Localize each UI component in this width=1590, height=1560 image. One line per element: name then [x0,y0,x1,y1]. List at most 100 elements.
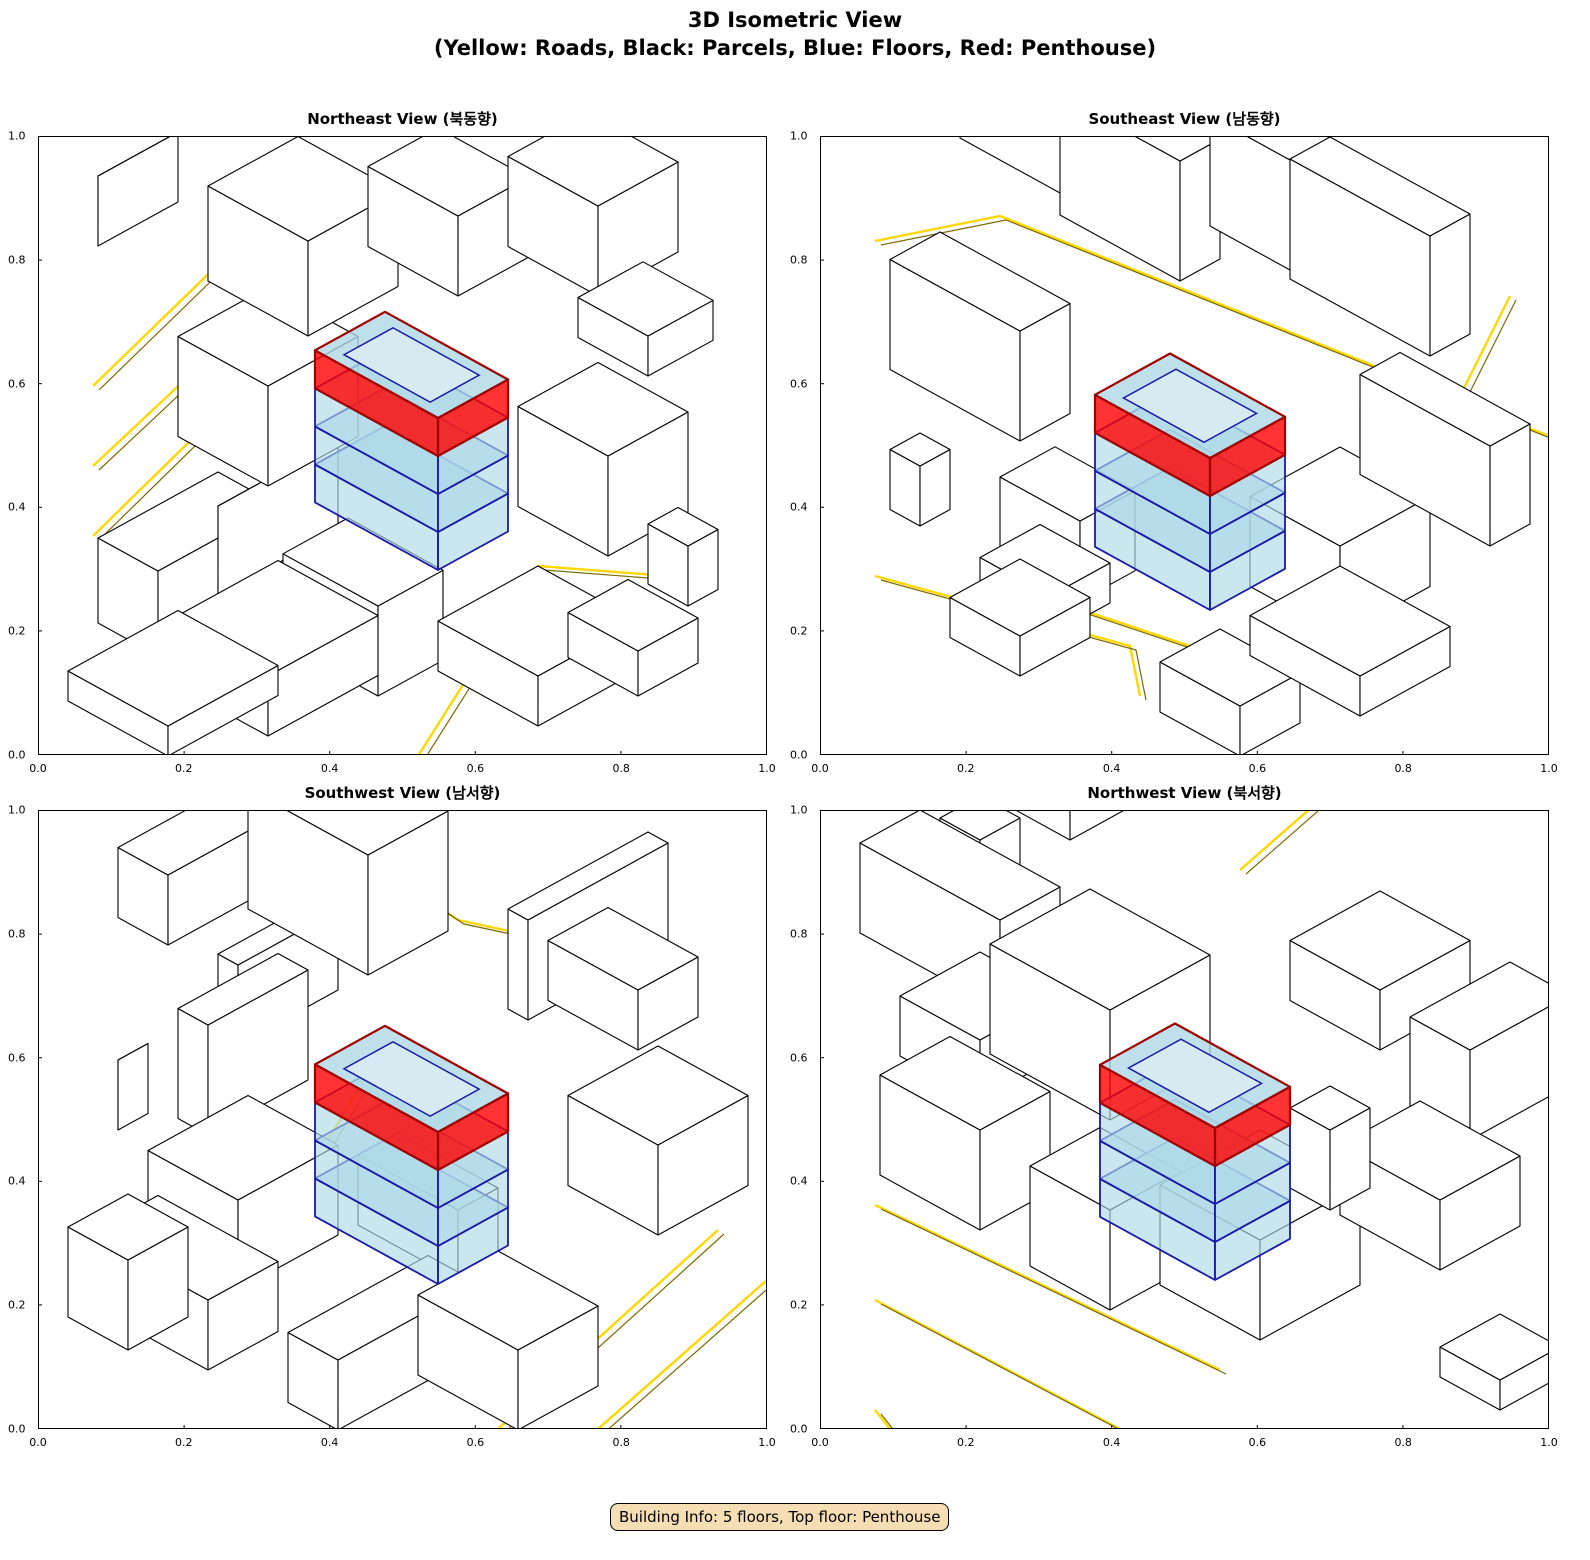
neighbor-building [67,1193,189,1351]
neighbor-building [1289,136,1471,357]
road-line [1458,295,1512,397]
neighbor-building [417,1250,599,1429]
road-line [597,1279,767,1429]
neighbor-building [247,810,449,976]
parcel-line [880,1208,1227,1375]
parcel-line [880,1303,1120,1429]
road-line [1239,810,1311,871]
y-tick-label: 0.2 [790,624,808,638]
neighbor-building [567,1045,749,1236]
x-tick-label: 0.8 [612,1436,630,1449]
neighbor-building [567,578,699,697]
road-line [874,214,1549,438]
x-tick-label: 0.6 [1248,762,1267,775]
penthouse [1093,352,1287,498]
neighbor-building [949,558,1091,677]
x-tick-label: 0.2 [957,1436,975,1449]
axes-frame [820,810,1549,1429]
x-tick-label: 0.2 [957,762,975,775]
isometric-view-canvas [38,810,767,1429]
axes-frame [38,810,767,1429]
axes-frame [38,136,767,755]
y-tick-label: 0.6 [790,1051,808,1065]
penthouse [1098,1022,1292,1168]
y-tick-label: 0.4 [8,500,26,514]
building-info-box: Building Info: 5 floors, Top floor: Pent… [610,1503,950,1531]
isometric-view-canvas [820,810,1549,1429]
scene [874,136,1549,755]
neighbor-building [1439,1313,1549,1411]
y-tick-label: 0.8 [8,253,26,267]
x-tick-label: 1.0 [758,1436,776,1449]
scene [67,810,767,1429]
x-tick-label: 0.0 [811,762,829,775]
panel-title: Southeast View (남동향) [1088,110,1281,128]
neighbor-building [1289,890,1471,1051]
y-tick-label: 0.8 [790,253,808,267]
y-tick-label: 1.0 [8,803,26,817]
y-tick-label: 0.6 [8,377,26,391]
x-tick-label: 0.4 [320,1436,339,1449]
parcel-line [1245,810,1321,875]
x-tick-label: 0.2 [175,1436,193,1449]
neighbor-building [367,136,529,297]
figure-title: 3D Isometric View [687,8,903,32]
neighbor-building [117,810,269,946]
y-tick-label: 0.2 [8,1298,26,1312]
y-tick-label: 0.6 [8,1051,26,1065]
isometric-view-canvas [820,136,1549,755]
x-tick-label: 1.0 [1540,1436,1558,1449]
road-line [874,1203,1221,1372]
neighbor-building [1059,136,1221,282]
y-tick-label: 0.8 [8,927,26,941]
x-tick-label: 0.8 [1394,1436,1412,1449]
y-tick-label: 0.0 [8,748,26,762]
y-tick-label: 0.4 [790,1174,808,1188]
neighbor-building [547,906,699,1051]
penthouse [313,1024,510,1172]
x-tick-label: 0.6 [1248,1436,1267,1449]
neighbor-building [117,1042,149,1131]
parcel-line [607,1288,767,1429]
road-line [874,1298,1121,1429]
neighbor-building [889,432,951,527]
y-tick-label: 0.8 [790,927,808,941]
x-tick-label: 0.0 [29,762,47,775]
scene [859,810,1549,1429]
neighbor-building [1249,565,1451,717]
x-tick-label: 0.0 [29,1436,47,1449]
neighbor-building [507,136,679,297]
x-tick-label: 1.0 [758,762,776,775]
neighbor-building [1159,628,1301,755]
x-tick-label: 0.6 [466,762,485,775]
y-tick-label: 0.0 [790,748,808,762]
y-tick-label: 0.4 [8,1174,26,1188]
y-tick-label: 0.2 [790,1298,808,1312]
parcel-line [1465,299,1517,401]
y-tick-label: 1.0 [8,129,26,143]
panel-title: Northwest View (북서향) [1087,784,1282,802]
x-tick-label: 0.0 [811,1436,829,1449]
y-tick-label: 0.2 [8,624,26,638]
x-tick-label: 1.0 [1540,762,1558,775]
x-tick-label: 0.4 [1102,1436,1121,1449]
neighbor-building [647,506,719,607]
y-tick-label: 0.4 [790,500,808,514]
neighbor-building [889,231,1071,442]
x-tick-label: 0.6 [466,1436,485,1449]
x-tick-label: 0.4 [1102,762,1121,775]
parcel-line [880,219,1549,439]
neighbor-building [97,136,179,247]
isometric-view-canvas [38,136,767,755]
y-tick-label: 0.0 [8,1422,26,1436]
x-tick-label: 0.8 [1394,762,1412,775]
neighbor-building [67,609,279,755]
scene [67,136,719,755]
y-tick-label: 1.0 [790,129,808,143]
neighbor-building [1289,1085,1371,1211]
neighbor-building [177,952,309,1136]
